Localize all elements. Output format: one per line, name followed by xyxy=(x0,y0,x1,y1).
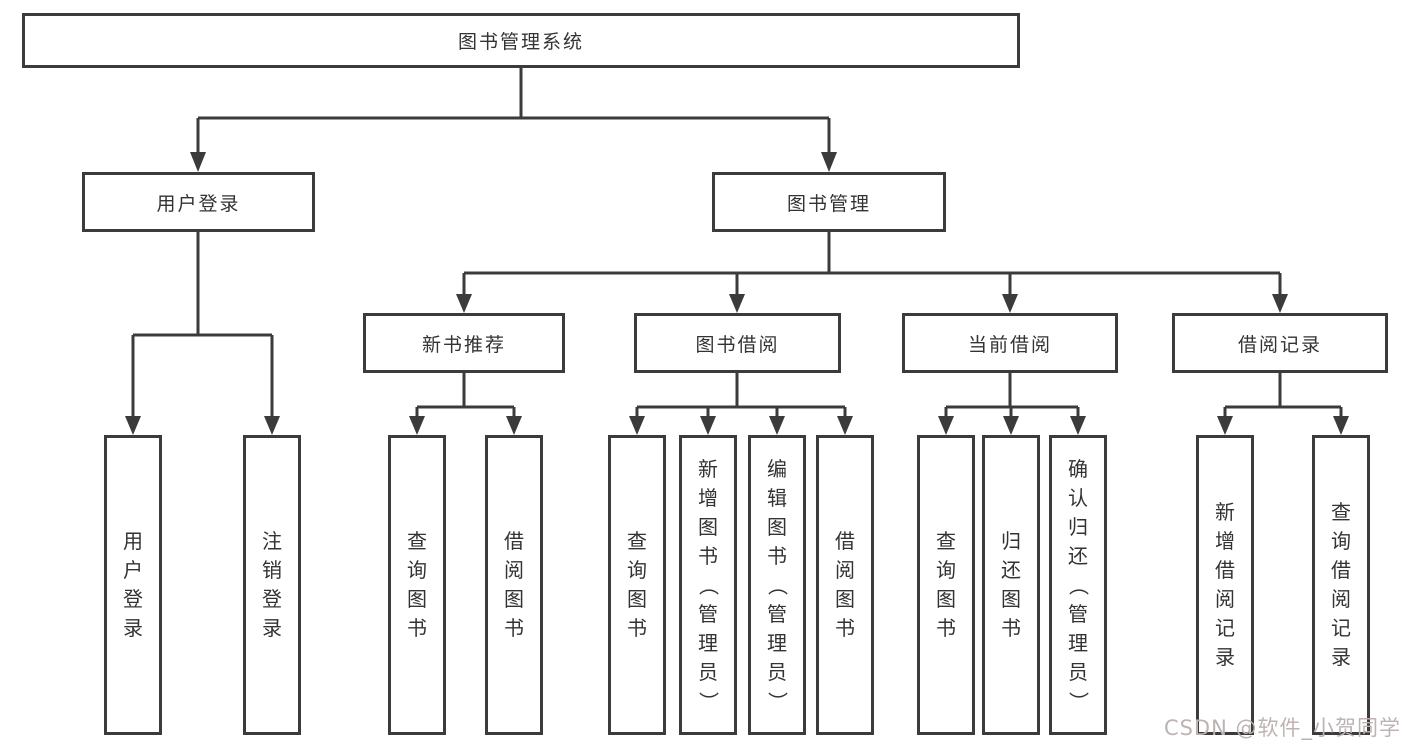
leaf-add-borrow-record-label: 新增借阅记录 xyxy=(1215,500,1235,669)
root-node-label: 图书管理系统 xyxy=(457,31,584,53)
leaf-query-book-borrow-label: 查询图书 xyxy=(627,529,647,640)
node-current-borrow: 当前借阅 xyxy=(902,313,1118,373)
node-user-login: 用户登录 xyxy=(82,172,315,232)
leaf-user-login: 用户登录 xyxy=(104,435,162,735)
leaf-add-book-admin: 新增图书（管理员） xyxy=(679,435,737,735)
node-user-login-label: 用户登录 xyxy=(156,192,241,215)
leaf-borrow-book: 借阅图书 xyxy=(816,435,874,735)
leaf-logout-label: 注销登录 xyxy=(262,529,282,640)
root-node: 图书管理系统 xyxy=(22,13,1020,68)
node-book-management-label: 图书管理 xyxy=(786,192,871,215)
leaf-query-book-borrow: 查询图书 xyxy=(608,435,666,735)
leaf-confirm-return-admin-label: 确认归还（管理员） xyxy=(1066,456,1091,712)
leaf-borrow-book-label: 借阅图书 xyxy=(835,529,855,640)
leaf-add-borrow-record: 新增借阅记录 xyxy=(1196,435,1254,735)
leaf-query-borrow-record-label: 查询借阅记录 xyxy=(1331,500,1351,669)
node-new-book-recommend-label: 新书推荐 xyxy=(421,333,506,356)
leaf-confirm-return-admin: 确认归还（管理员） xyxy=(1049,435,1107,735)
leaf-query-book-recommend-label: 查询图书 xyxy=(407,529,427,640)
leaf-query-book-recommend: 查询图书 xyxy=(388,435,446,735)
leaf-return-book: 归还图书 xyxy=(982,435,1040,735)
node-new-book-recommend: 新书推荐 xyxy=(363,313,565,373)
leaf-edit-book-admin-label: 编辑图书（管理员） xyxy=(765,456,790,712)
node-borrow-record-label: 借阅记录 xyxy=(1237,333,1322,356)
leaf-edit-book-admin: 编辑图书（管理员） xyxy=(748,435,806,735)
leaf-query-book-current-label: 查询图书 xyxy=(936,529,956,640)
leaf-user-login-label: 用户登录 xyxy=(123,529,143,640)
leaf-query-book-current: 查询图书 xyxy=(917,435,975,735)
leaf-logout: 注销登录 xyxy=(243,435,301,735)
leaf-return-book-label: 归还图书 xyxy=(1001,529,1021,640)
leaf-add-book-admin-label: 新增图书（管理员） xyxy=(696,456,721,712)
node-current-borrow-label: 当前借阅 xyxy=(967,333,1052,356)
node-book-borrow: 图书借阅 xyxy=(634,313,841,373)
node-book-borrow-label: 图书借阅 xyxy=(695,333,780,356)
node-borrow-record: 借阅记录 xyxy=(1172,313,1388,373)
csdn-watermark: CSDN @软件_小贺同学 xyxy=(1163,716,1401,740)
leaf-borrow-book-recommend: 借阅图书 xyxy=(485,435,543,735)
node-book-management: 图书管理 xyxy=(712,172,946,232)
leaf-borrow-book-recommend-label: 借阅图书 xyxy=(504,529,524,640)
leaf-query-borrow-record: 查询借阅记录 xyxy=(1312,435,1370,735)
